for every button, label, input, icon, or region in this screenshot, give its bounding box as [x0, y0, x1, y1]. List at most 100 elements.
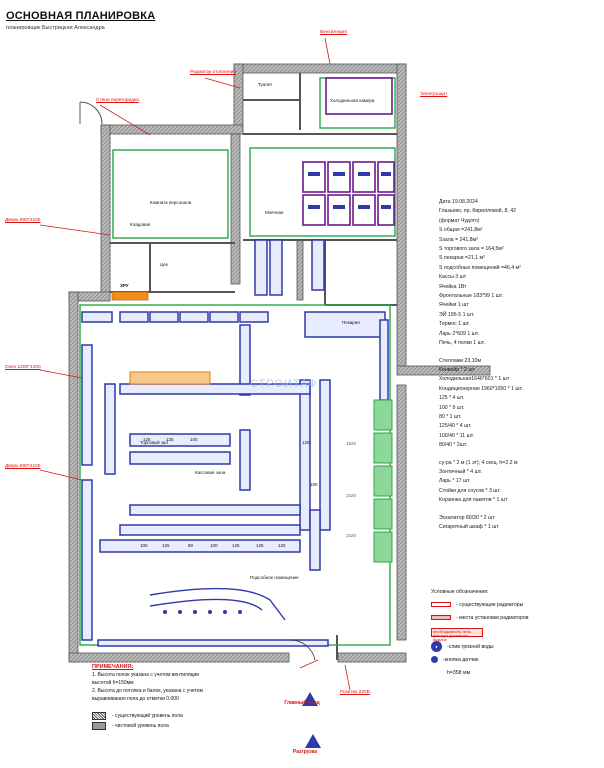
finish-floor-swatch	[92, 722, 106, 730]
info-line: 80 * 1 шт.	[439, 413, 462, 420]
notes-heading: ПРИМЕЧАНИЯ:	[92, 664, 134, 670]
dim-label: 1520	[346, 441, 357, 446]
inner-partitions	[110, 73, 397, 660]
unload-label: Разгрузка	[292, 749, 318, 755]
fridge-block	[302, 77, 395, 226]
info-line: (формат Чудото)	[439, 217, 480, 224]
dim-label: 125	[232, 543, 240, 548]
radiator-planned-swatch	[431, 615, 451, 620]
info-line: Зонтичный * 4 шт.	[439, 468, 482, 475]
info-line: Термос 1 шт.	[439, 321, 470, 328]
dim-label: 80	[188, 543, 194, 548]
callout-vent: Вентиляция	[320, 30, 347, 35]
callout-door-2: Дверь 800*2100	[5, 464, 41, 469]
info-line: Ларь 2*609 1 шт.	[439, 330, 480, 337]
dim-label: 125	[162, 543, 170, 548]
unload-marker	[305, 734, 321, 748]
info-line: Ячейки 1 шт	[439, 302, 469, 309]
room-label-bakery: Пекарня	[342, 320, 360, 325]
checkout-arc	[149, 587, 286, 621]
info-line: Эскалатор 80/30 * 2 шт	[439, 514, 495, 521]
info-line: Кассы 3 шт	[439, 274, 467, 281]
dim-label: 100	[310, 482, 318, 487]
callout-partition: Стена перегородка	[96, 98, 139, 103]
info-line: S пекарни =21,1 м²	[439, 255, 485, 262]
legend-row: необходимость печь фасады детали на выда…	[431, 624, 599, 641]
info-line: 80/40 * 2шт.	[439, 442, 468, 449]
room-label-checkout: Кассовая зона	[195, 470, 226, 475]
dim-label: 125	[256, 543, 264, 548]
info-line: Дата 19.08.2024	[439, 199, 478, 205]
info-line: S общая =241,8м²	[439, 227, 483, 234]
sensor-button-icon	[431, 656, 438, 663]
info-line: Корзинка для пакетов * 1 шт	[439, 497, 508, 504]
callout-panel: Электрощит	[420, 92, 448, 97]
info-line: S подсобных помещений =46,4 м²	[439, 264, 521, 271]
dim-label: 100	[140, 543, 148, 548]
info-line: Фронтальные 183*99 1 шт.	[439, 293, 504, 300]
legend-row: - существующие радиаторы	[431, 598, 599, 611]
info-line: Холодильная1646*601 * 1 шт	[439, 376, 510, 383]
info-line: ЭЙ 195-5 1 шт.	[439, 311, 475, 318]
existing-floor-swatch	[92, 712, 106, 720]
legend-row: -кнопка датчик	[431, 653, 599, 666]
info-line: Стойки для соусов * 3 шт.	[439, 487, 501, 494]
info-line: 100 * 9 шт.	[439, 404, 465, 411]
floor-level-legend: - существующий уровень пола - чистовой у…	[92, 711, 183, 731]
info-gap	[439, 349, 599, 357]
page-subtitle: планировщик Быстрицкая Александра	[6, 25, 105, 31]
legend-row: h=358 мм	[447, 669, 471, 676]
info-gap	[439, 506, 599, 514]
entry-marker	[302, 692, 318, 706]
room-label-staff: Комната персонала	[150, 200, 192, 205]
room-label-cold: Холодильная камера	[330, 98, 375, 103]
info-line: 100/40 * 11 шт.	[439, 432, 474, 439]
callout-radiator: Радиатор отопления	[190, 70, 236, 75]
info-line: S торгового зала = 164,5м²	[439, 246, 504, 253]
entry-label: Главный вход	[284, 700, 320, 706]
legend: Условные обозначения: - существующие рад…	[431, 589, 599, 679]
outer-walls	[68, 63, 491, 663]
info-gap	[439, 451, 599, 459]
refrigerated-panels	[373, 399, 393, 563]
notes-block: ПРИМЕЧАНИЯ: 1. Высота полок указана с уч…	[92, 663, 302, 703]
dim-label: 125	[166, 437, 174, 442]
info-line: Глазьево, пр. Кирилловой, 8, 42	[439, 208, 516, 215]
dim-label: 1520	[346, 533, 357, 538]
room-label-wash: Моечная	[265, 210, 284, 215]
note-line: 2. Высота до потолка и балок, указана с …	[92, 688, 203, 694]
legend-row: ● -слив грязной воды	[431, 640, 599, 653]
dim-label: 125	[278, 543, 286, 548]
room-label-utility: Подсобное помещение	[250, 575, 299, 580]
info-line: Печь, 4 полки 1 шт.	[439, 340, 485, 347]
note-line: высотой h=150мм	[92, 680, 134, 686]
legend-row: - места установки радиаторов	[431, 611, 599, 624]
watermark: СТРОИТАФ	[250, 378, 318, 390]
drain-icon: ●	[431, 641, 442, 652]
callout-window: Окно 1200*1400	[5, 365, 41, 370]
facade-swatch: необходимость печь фасады детали на выда…	[431, 627, 483, 641]
goods-strip	[129, 371, 211, 385]
callout-leaders	[39, 37, 351, 691]
info-line: Ларь * 17 шт.	[439, 478, 471, 485]
dim-label: 125	[143, 437, 151, 442]
room-label-workshop: Цех	[160, 262, 168, 267]
info-line: 125 * 4 шт.	[439, 395, 465, 402]
info-line: 125/40 * 4 шт.	[439, 423, 472, 430]
room-label-zru: ЗРУ	[120, 283, 129, 288]
info-line: Стеллажи 23,10м	[439, 357, 482, 364]
dim-label: 1520	[346, 493, 357, 498]
dim-label: 125	[302, 440, 310, 445]
info-line: Sзала = 241,8м²	[439, 236, 478, 243]
page-title: ОСНОВНАЯ ПЛАНИРОВКА	[6, 10, 156, 22]
room-label-toilet: Туалет	[258, 82, 273, 87]
info-line: Ячейка 1Вт	[439, 283, 467, 290]
note-line: выравнивания пола до отметки 0.000	[92, 696, 179, 702]
note-line: 1. Высота полок указана с учетом вентиля…	[92, 672, 200, 678]
doors	[79, 101, 316, 661]
racks	[81, 239, 389, 647]
callout-door: Дверь 900*2100	[5, 218, 41, 223]
dim-label: 100	[190, 437, 198, 442]
